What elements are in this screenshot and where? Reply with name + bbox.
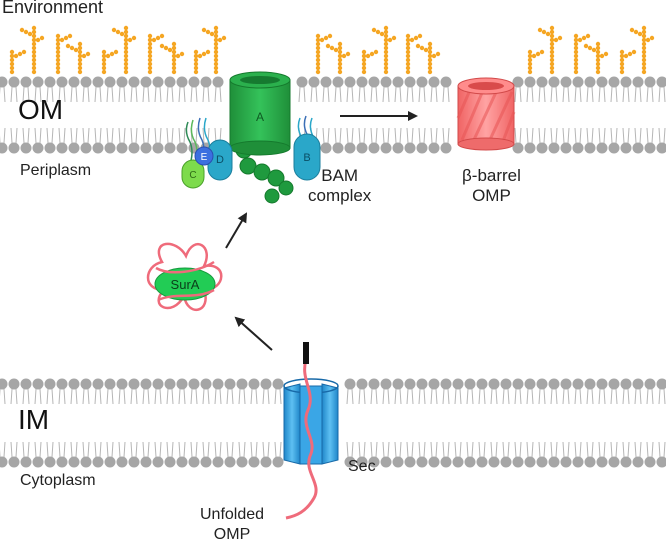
bam-label-line2: complex: [308, 186, 371, 206]
omp-label-line1: β-barrel: [462, 166, 521, 186]
omp-label-line2: OMP: [462, 186, 521, 206]
bam-complex-label: BAM complex: [308, 166, 371, 206]
bam-subunit-a-label: A: [256, 110, 264, 124]
beta-barrel-omp-label: β-barrel OMP: [462, 166, 521, 206]
outer-membrane: [0, 77, 666, 154]
periplasm-label: Periplasm: [20, 162, 91, 180]
unfolded-label-line1: Unfolded: [200, 505, 264, 525]
unfolded-omp-label: Unfolded OMP: [200, 505, 264, 545]
bam-subunit-d-label: D: [216, 154, 224, 166]
arrow-sura-to-bam: [226, 214, 246, 248]
unfolded-label-line2: OMP: [200, 525, 264, 545]
cytoplasm-label: Cytoplasm: [20, 472, 96, 490]
im-label: IM: [18, 404, 49, 436]
sura-complex: SurA: [148, 244, 221, 310]
arrow-sec-to-sura: [236, 318, 272, 350]
bam-subunit-b-label: B: [303, 152, 310, 164]
bam-subunit-c-label: C: [189, 170, 196, 181]
sec-label: Sec: [348, 458, 376, 476]
lps-layer: [10, 26, 654, 74]
om-label: OM: [18, 94, 63, 126]
sec-translocon: [284, 342, 338, 518]
signal-sequence: [303, 342, 309, 364]
bam-subunit-e-label: E: [201, 152, 208, 163]
beta-barrel-omp: [458, 78, 514, 150]
environment-label: Environment: [2, 0, 103, 18]
sura-label: SurA: [171, 277, 200, 292]
bam-label-line1: BAM: [308, 166, 371, 186]
